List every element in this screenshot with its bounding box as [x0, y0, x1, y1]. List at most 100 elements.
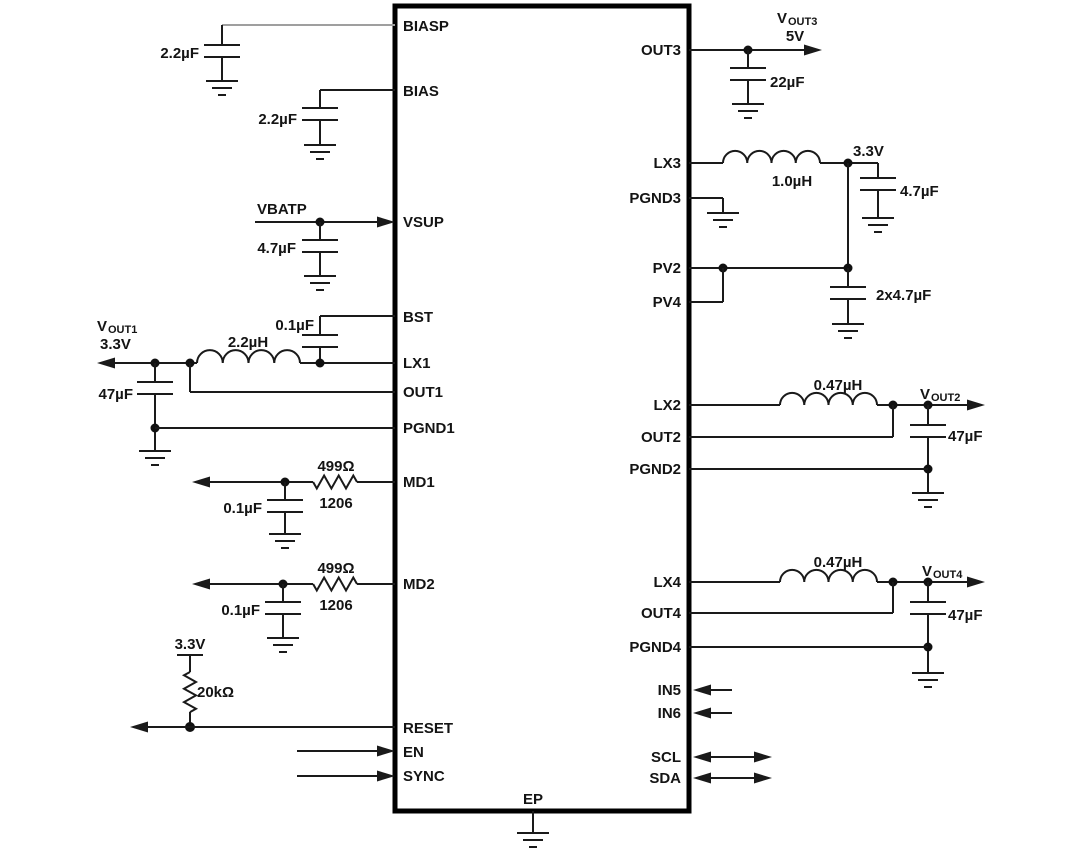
pin-label-in5: IN5 [658, 682, 681, 699]
cap-value-md2: 0.1µF [221, 602, 260, 619]
net-label-vout2: V [920, 386, 930, 403]
capacitor-cmd1 [267, 482, 303, 534]
capacitor-cpv [830, 268, 866, 324]
arrow-left-icon [693, 684, 711, 696]
inductor-value-l2: 0.47µH [814, 377, 863, 394]
net-pv [689, 263, 866, 339]
cap-value-rail3v3: 4.7µF [900, 183, 939, 200]
pin-label-sync: SYNC [403, 768, 445, 785]
cap-value-vout1: 47µF [99, 386, 134, 403]
pin-label-pgnd3: PGND3 [629, 190, 681, 207]
net-md1 [192, 473, 395, 549]
net-in6 [693, 707, 732, 719]
capacitor-crail [860, 163, 896, 218]
pin-label-in6: IN6 [658, 705, 681, 722]
pin-label-md1: MD1 [403, 474, 435, 491]
pin-label-biasp: BIASP [403, 18, 449, 35]
out4-wire [689, 582, 894, 614]
net-label-vout3-voltage: 5V [786, 28, 804, 45]
out1-wire [189, 363, 395, 393]
ground-symbol [832, 323, 864, 339]
net-label-vbatp: VBATP [257, 201, 307, 218]
inductor-l3 [722, 149, 821, 164]
ground-symbol [912, 492, 944, 508]
net-vbatp-vsup [255, 216, 395, 291]
inductor-value-l3: 1.0µH [772, 173, 812, 190]
pin-label-reset: RESET [403, 720, 453, 737]
resistor-package-md1: 1206 [319, 495, 352, 512]
ic-body [392, 3, 692, 814]
arrow-left-icon [130, 721, 148, 733]
net-pgnd3 [689, 197, 739, 228]
ground-symbol [304, 144, 336, 160]
resistor-package-md2: 1206 [319, 597, 352, 614]
arrow-right-icon [804, 44, 822, 56]
arrow-left-icon [192, 578, 210, 590]
net-biasp [204, 24, 395, 96]
cap-value-bias: 2.2µF [258, 111, 297, 128]
net-label-vout3: V [777, 10, 787, 27]
capacitor-cout2 [910, 405, 946, 493]
net-label-vout3-sub: OUT3 [788, 16, 817, 28]
ground-symbol [912, 672, 944, 688]
resistor-value-md1: 499Ω [317, 458, 354, 475]
ground-symbol [707, 212, 739, 228]
cap-value-bst: 0.1µF [275, 317, 314, 334]
net-label-vout1: V [97, 318, 107, 335]
cap-value-md1: 0.1µF [223, 500, 262, 517]
arrow-left-icon [693, 707, 711, 719]
pin-label-pv2: PV2 [653, 260, 681, 277]
inductor-value-l4: 0.47µH [814, 554, 863, 571]
inductor-value-l1: 2.2µH [228, 334, 268, 351]
net-bias [302, 89, 395, 160]
arrow-right-icon [377, 770, 395, 782]
resistor-md2 [312, 575, 358, 593]
pin-label-vsup: VSUP [403, 214, 444, 231]
inductor-l2 [779, 391, 878, 406]
net-label-vout1-voltage: 3.3V [100, 336, 131, 353]
cap-value-biasp: 2.2µF [160, 45, 199, 62]
arrow-right-icon [967, 576, 985, 588]
pin-label-bst: BST [403, 309, 433, 326]
net-in5 [693, 684, 732, 696]
pin-label-pgnd4: PGND4 [629, 639, 681, 656]
net-en [297, 745, 395, 757]
net-scl [693, 751, 772, 763]
arrow-left-icon [192, 476, 210, 488]
cap-value-vout3: 22µF [770, 74, 805, 91]
arrow-left-icon [693, 772, 711, 784]
net-label-vout4-sub: OUT4 [933, 569, 963, 581]
ground-symbol [206, 80, 238, 96]
net-label-vout4: V [922, 563, 932, 580]
cap-value-vout2: 47µF [948, 428, 983, 445]
capacitor-cout3 [730, 50, 766, 104]
junction-dot [315, 358, 325, 368]
ground-symbol [862, 217, 894, 233]
pin-label-pgnd2: PGND2 [629, 461, 681, 478]
pin-label-bias: BIAS [403, 83, 439, 100]
capacitor-cmd2 [265, 584, 301, 638]
arrow-left-icon [693, 751, 711, 763]
net-label-vout1-sub: OUT1 [108, 324, 137, 336]
ground-symbol [269, 533, 301, 549]
resistor-value-reset: 20kΩ [197, 684, 234, 701]
pin-label-lx3: LX3 [653, 155, 681, 172]
capacitor-cout1 [137, 363, 173, 451]
cap-value-vsup: 4.7µF [257, 240, 296, 257]
net-label-vout2-sub: OUT2 [931, 392, 960, 404]
net-lx3 [689, 149, 896, 268]
pv4-wire [689, 268, 724, 303]
net-sync [297, 770, 395, 782]
resistor-md1 [312, 473, 358, 491]
pin-label-out3: OUT3 [641, 42, 681, 59]
resistor-reset [181, 671, 199, 713]
arrow-right-icon [377, 745, 395, 757]
inductor-l4 [779, 568, 878, 583]
pin-label-lx2: LX2 [653, 397, 681, 414]
arrow-right-icon [967, 399, 985, 411]
pin-label-out4: OUT4 [641, 605, 682, 622]
pin-label-pgnd1: PGND1 [403, 420, 455, 437]
rail-label-lx3: 3.3V [853, 143, 884, 160]
net-bst [302, 315, 395, 363]
